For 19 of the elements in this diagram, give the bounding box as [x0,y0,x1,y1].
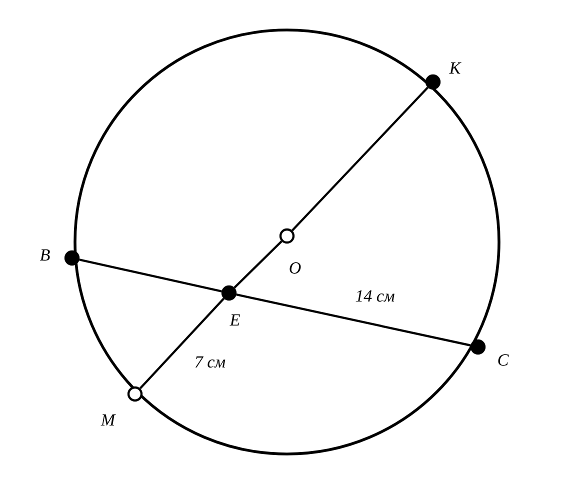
point-dot [64,250,80,266]
point-label: C [498,354,509,366]
line-segment [79,258,222,292]
length-label: 14 см [356,290,394,302]
point-label: E [230,314,240,326]
line-segment [236,294,471,346]
point-dot [127,386,143,402]
point-label: B [40,249,50,261]
point-dot [470,339,486,355]
line-segment [234,240,282,288]
point-dot [425,74,441,90]
line-segment [291,86,429,232]
point-label: O [290,262,301,274]
point-label: M [100,414,116,426]
point-dot [221,285,237,301]
point-label: K [449,62,462,74]
line-segment [139,298,225,390]
point-dot [279,228,295,244]
length-label: 7 см [195,356,226,368]
